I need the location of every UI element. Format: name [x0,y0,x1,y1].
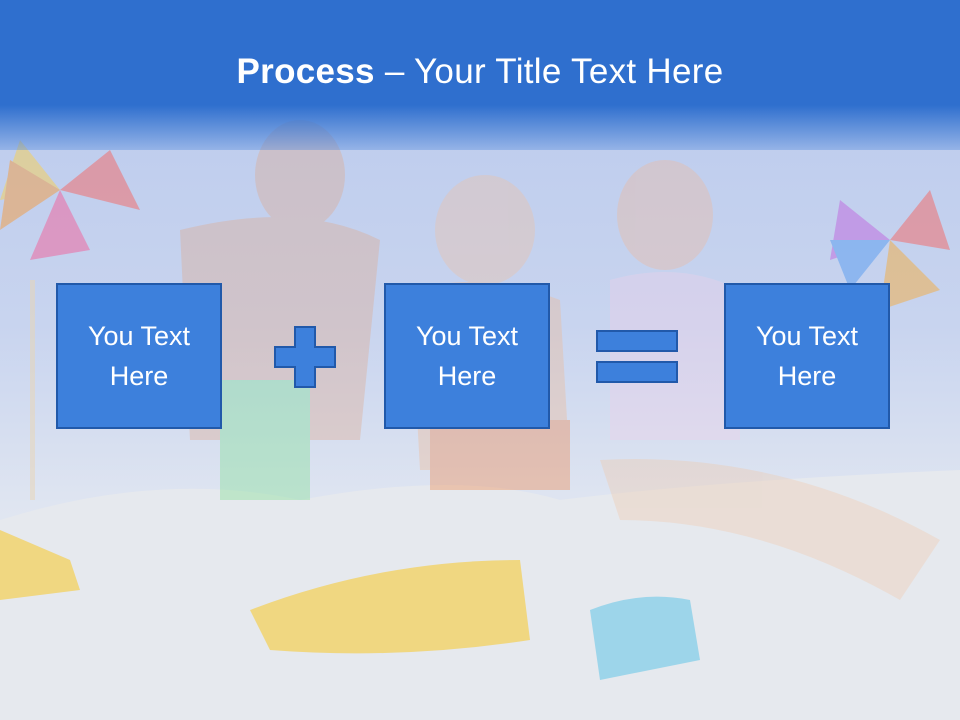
process-box-1: You Text Here [56,283,222,429]
equals-icon [596,330,678,383]
process-box-3: You Text Here [724,283,890,429]
process-box-1-text: You Text Here [87,321,191,391]
title-separator: – [374,52,414,91]
title-rest: Your Title Text Here [414,52,724,91]
slide-title: Process – Your Title Text Here [0,52,960,92]
process-box-3-text: You Text Here [755,321,859,391]
title-band [0,0,960,150]
process-box-2: You Text Here [384,283,550,429]
title-bold: Process [236,52,375,91]
plus-icon [274,326,336,388]
process-box-2-text: You Text Here [415,321,519,391]
